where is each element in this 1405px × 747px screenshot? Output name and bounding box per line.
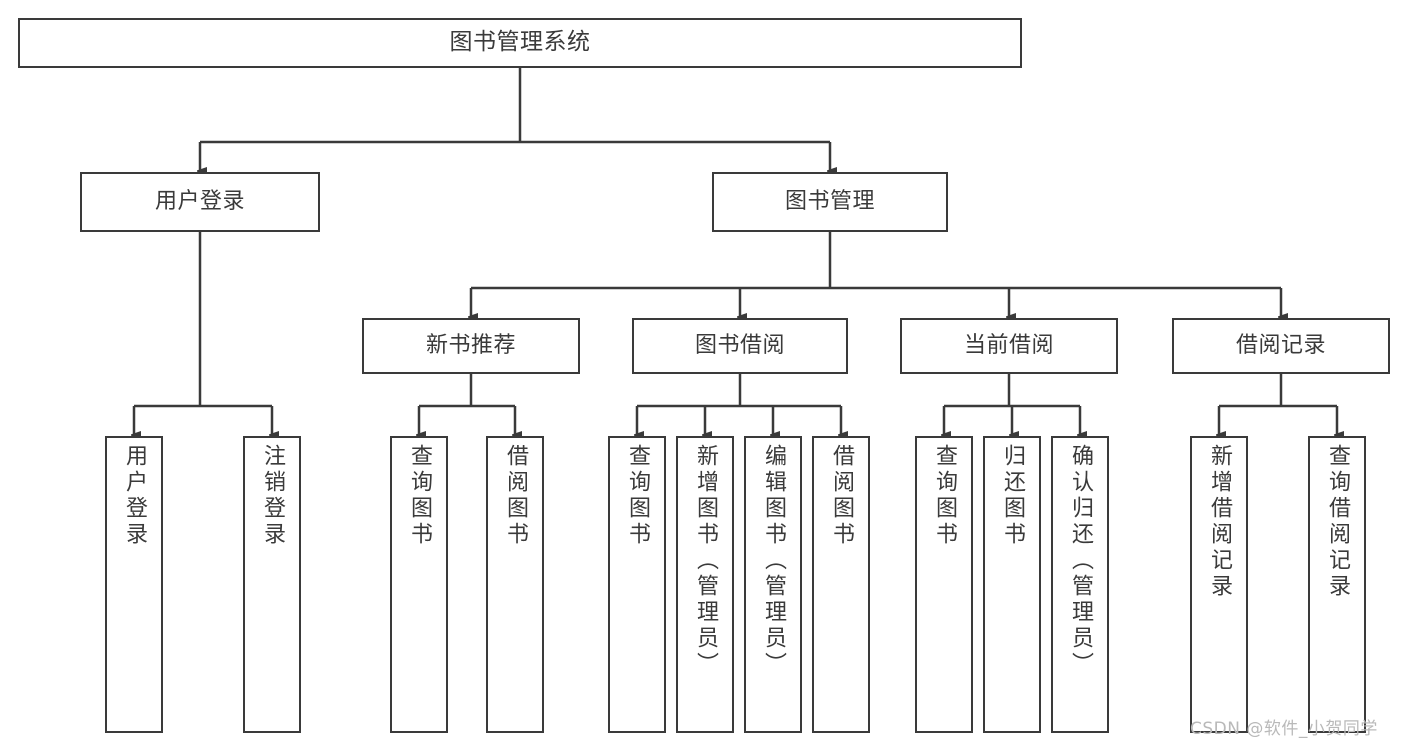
- node-leaf-query-book-cur: 查询图书: [915, 436, 973, 733]
- node-root: 图书管理系统: [18, 18, 1022, 68]
- node-label: 当前借阅: [963, 333, 1054, 359]
- node-label: 借阅图书: [828, 444, 854, 548]
- node-leaf-confirm-return: 确认归还（管理员）: [1051, 436, 1109, 733]
- node-leaf-query-record: 查询借阅记录: [1308, 436, 1366, 733]
- node-label: 用户登录: [154, 189, 245, 215]
- node-leaf-add-record: 新增借阅记录: [1190, 436, 1248, 733]
- node-leaf-add-book: 新增图书（管理员）: [676, 436, 734, 733]
- node-label: 新书推荐: [425, 333, 516, 359]
- node-leaf-query-book-rec: 查询图书: [390, 436, 448, 733]
- watermark-label: CSDN @软件_小贺同学: [1190, 719, 1378, 739]
- node-label: 图书借阅: [694, 333, 785, 359]
- node-leaf-query-book-borrow: 查询图书: [608, 436, 666, 733]
- node-book-manage: 图书管理: [712, 172, 948, 232]
- node-current-borrow: 当前借阅: [900, 318, 1118, 374]
- node-label: 查询借阅记录: [1324, 444, 1350, 600]
- node-new-book-rec: 新书推荐: [362, 318, 580, 374]
- node-label: 注销登录: [259, 444, 285, 548]
- node-label: 借阅图书: [502, 444, 528, 548]
- node-label: 借阅记录: [1235, 333, 1326, 359]
- node-label: 编辑图书（管理员）: [760, 444, 786, 678]
- node-label: 查询图书: [931, 444, 957, 548]
- node-leaf-user-logout: 注销登录: [243, 436, 301, 733]
- node-label: 查询图书: [406, 444, 432, 548]
- node-leaf-borrow-book-rec: 借阅图书: [486, 436, 544, 733]
- node-leaf-user-login: 用户登录: [105, 436, 163, 733]
- node-leaf-return-book: 归还图书: [983, 436, 1041, 733]
- node-label: 归还图书: [999, 444, 1025, 548]
- node-borrow-record: 借阅记录: [1172, 318, 1390, 374]
- node-label: 图书管理系统: [449, 29, 591, 56]
- node-label: 图书管理: [784, 189, 875, 215]
- node-label: 查询图书: [624, 444, 650, 548]
- node-label: 用户登录: [121, 444, 147, 548]
- node-label: 新增借阅记录: [1206, 444, 1232, 600]
- node-leaf-edit-book: 编辑图书（管理员）: [744, 436, 802, 733]
- node-label: 新增图书（管理员）: [692, 444, 718, 678]
- node-book-borrow: 图书借阅: [632, 318, 848, 374]
- node-label: 确认归还（管理员）: [1067, 444, 1093, 678]
- node-leaf-borrow-book: 借阅图书: [812, 436, 870, 733]
- node-user-login: 用户登录: [80, 172, 320, 232]
